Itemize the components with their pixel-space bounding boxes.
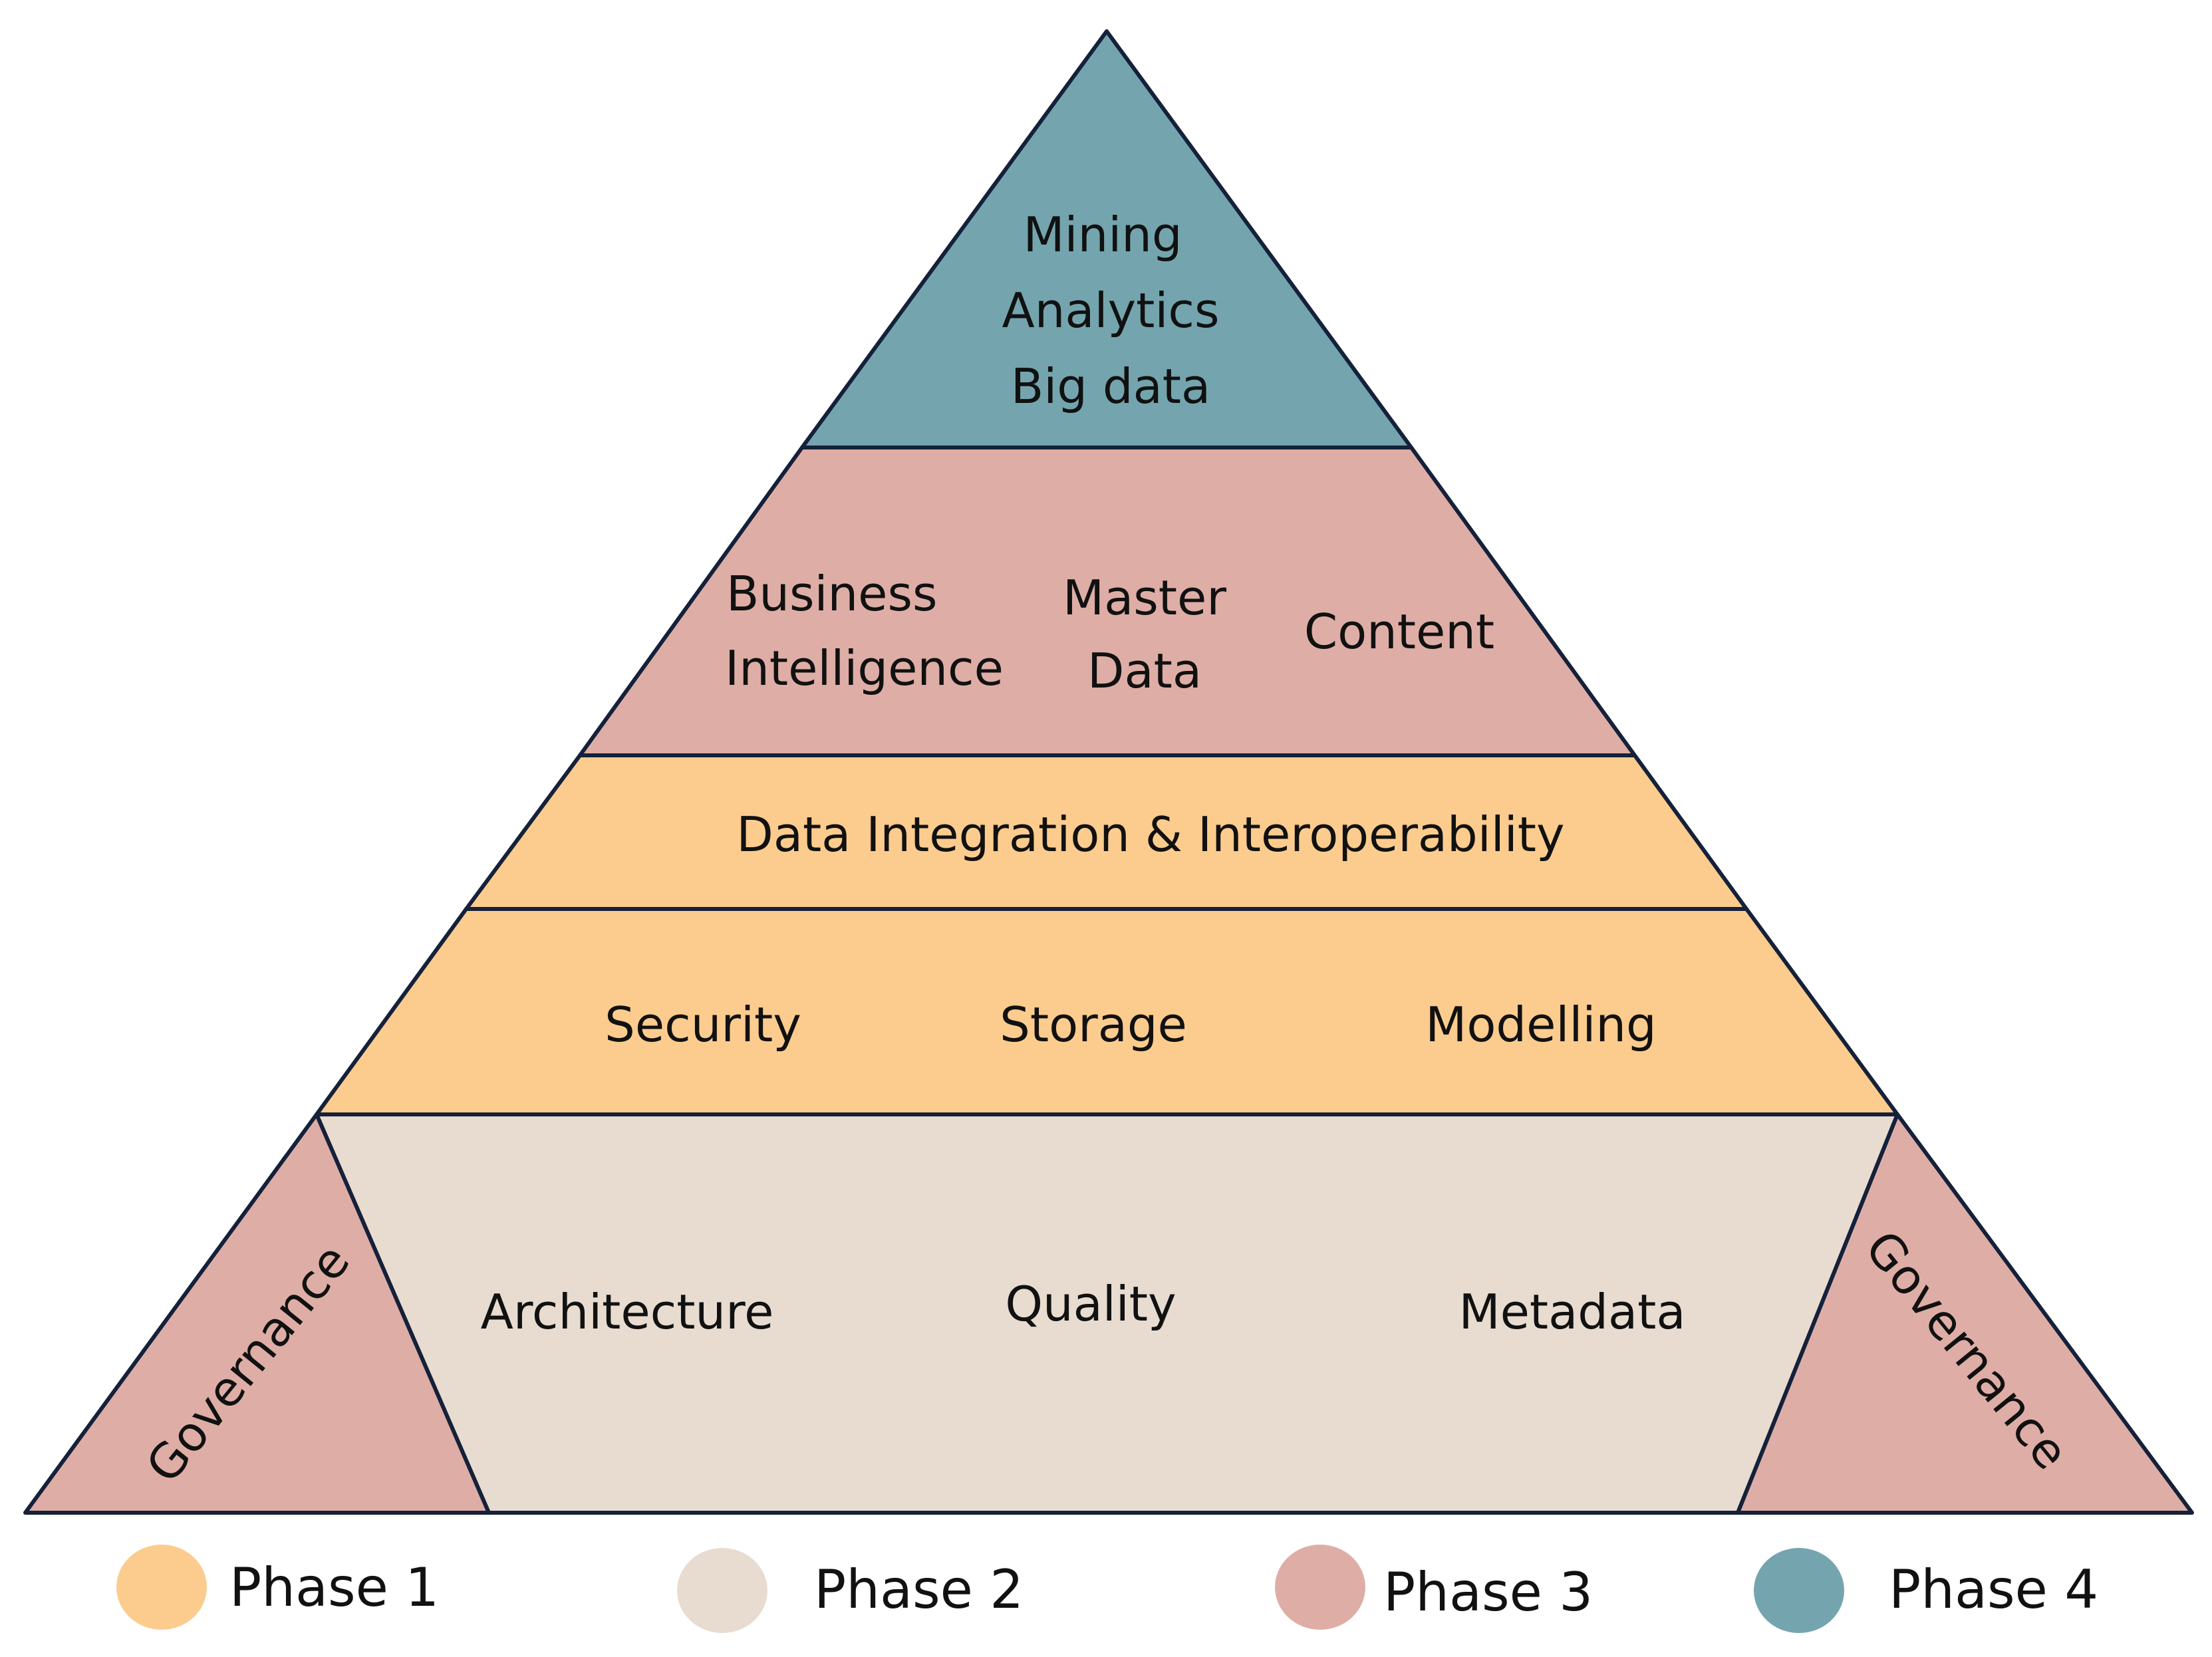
label-master: Master [1063,570,1226,626]
label-data-integration: Data Integration & Interoperability [736,807,1564,862]
label-storage: Storage [1000,997,1187,1053]
label-intelligence: Intelligence [725,640,1004,696]
label-modelling: Modelling [1425,997,1657,1053]
legend-swatch-phase-2 [677,1548,767,1633]
label-business: Business [726,566,938,622]
legend-swatch-phase-1 [116,1545,207,1630]
label-metadata: Metadata [1459,1284,1686,1340]
legend: Phase 1 Phase 2 Phase 3 Phase 4 [116,1545,2098,1633]
label-security: Security [605,997,801,1053]
governance-right-triangle [1736,1112,2194,1515]
label-mining: Mining [1023,207,1182,263]
label-data: Data [1087,643,1202,699]
legend-label-phase-2: Phase 2 [814,1559,1024,1620]
legend-swatch-phase-3 [1275,1545,1365,1630]
governance-left-triangle [23,1112,491,1515]
label-analytics: Analytics [1002,283,1220,338]
label-content: Content [1304,604,1494,660]
label-big-data: Big data [1011,358,1210,414]
legend-swatch-phase-4 [1754,1548,1844,1633]
legend-label-phase-3: Phase 3 [1383,1561,1593,1623]
legend-label-phase-1: Phase 1 [229,1557,439,1618]
legend-label-phase-4: Phase 4 [1889,1559,2098,1620]
label-quality: Quality [1005,1276,1176,1332]
label-architecture: Architecture [481,1284,774,1340]
